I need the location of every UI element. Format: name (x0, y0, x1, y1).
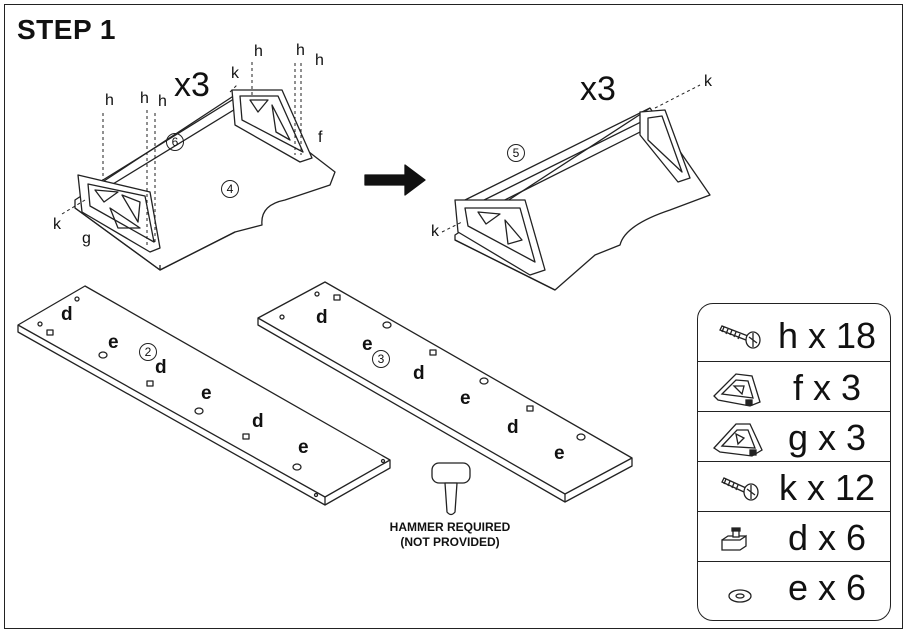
label-e: e (298, 437, 309, 458)
bracket-f-icon (713, 373, 761, 407)
label-e: e (554, 443, 565, 464)
board-part-3 (257, 281, 633, 503)
multiplier-left: x3 (174, 66, 210, 104)
label-h: h (315, 52, 324, 69)
legend-row-e: e x 6 (698, 561, 890, 620)
legend-text: f x 3 (792, 367, 862, 408)
label-e: e (201, 383, 212, 404)
legend-row-g: g x 3 (698, 411, 890, 461)
part-number-5: 5 (507, 144, 525, 162)
hammer-icon (431, 462, 471, 516)
part-number-3: 3 (372, 350, 390, 368)
multiplier-right: x3 (580, 70, 616, 108)
label-h: h (140, 90, 149, 107)
label-h: h (158, 93, 167, 110)
label-k: k (431, 223, 439, 240)
legend-row-d: d x 6 (698, 511, 890, 561)
legend-row-h: h x 18 (698, 310, 890, 360)
label-d: d (155, 357, 167, 378)
step-title: STEP 1 (17, 14, 116, 45)
legend-text: k x 12 (778, 467, 876, 508)
shelf-assembly-exploded (61, 62, 336, 271)
washer-icon (728, 589, 752, 603)
legend-text: d x 6 (787, 517, 867, 558)
label-h: h (296, 42, 305, 59)
part-number-4: 4 (221, 180, 239, 198)
label-e: e (362, 334, 373, 355)
board-part-2 (17, 285, 391, 506)
hardware-legend: h x 18 f x 3 g x 3 k x 12 (697, 303, 891, 621)
screw-icon (719, 325, 761, 349)
label-h: h (105, 92, 114, 109)
hammer-note: HAMMER REQUIRED (NOT PROVIDED) (380, 520, 520, 550)
shelf-assembly-complete (441, 84, 711, 291)
label-g: g (82, 230, 91, 247)
page-frame (4, 4, 903, 629)
label-d: d (413, 363, 425, 384)
legend-row-k: k x 12 (698, 461, 890, 511)
label-k: k (53, 216, 61, 233)
label-k: k (704, 73, 712, 90)
label-f: f (318, 129, 323, 146)
label-d: d (252, 411, 264, 432)
part-number-2: 2 (139, 343, 157, 361)
label-e: e (460, 388, 471, 409)
legend-text: g x 3 (787, 417, 867, 458)
label-e: e (108, 332, 119, 353)
label-d: d (507, 417, 519, 438)
screw-icon (721, 477, 759, 501)
label-d: d (61, 304, 73, 325)
part-number-6: 6 (166, 133, 184, 151)
legend-text: e x 6 (787, 567, 867, 608)
cam-bolt-icon (721, 527, 747, 551)
label-k: k (231, 65, 239, 82)
legend-text: h x 18 (777, 315, 877, 356)
bracket-g-icon (713, 423, 763, 457)
label-d: d (316, 307, 328, 328)
hammer-note-line2: (NOT PROVIDED) (400, 535, 500, 549)
legend-row-f: f x 3 (698, 361, 890, 411)
hammer-note-line1: HAMMER REQUIRED (389, 520, 511, 534)
label-h: h (254, 43, 263, 60)
arrow-right-icon (364, 164, 426, 196)
